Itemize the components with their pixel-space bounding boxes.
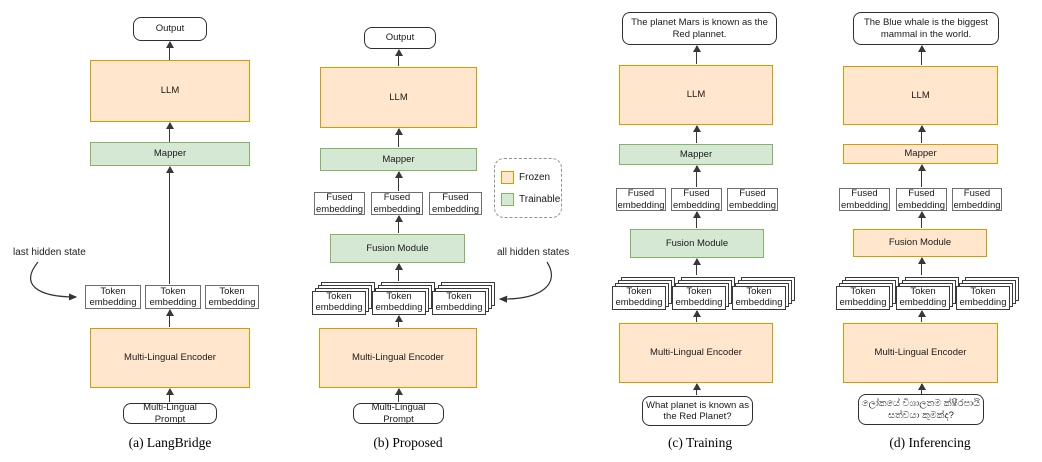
up-arrow (692, 125, 701, 143)
up-arrow (394, 263, 403, 281)
token-embedding-stack: Token embedding (732, 277, 795, 310)
output-box: Output (364, 27, 436, 49)
token-embedding-box: Token embedding (312, 291, 366, 315)
legend-trainable-label: Trainable (519, 193, 561, 205)
token-embedding-box: Token embedding (896, 286, 950, 310)
up-arrow (692, 45, 701, 64)
up-arrow (394, 388, 403, 402)
output-box: The planet Mars is known as the Red plan… (622, 12, 777, 45)
token-embedding-box: Token embedding (612, 286, 666, 310)
token-embedding-box: Token embedding (432, 291, 486, 315)
output-box: Output (133, 17, 207, 41)
up-arrow (165, 388, 174, 402)
prompt-box: Multi-Lingual Prompt (123, 402, 217, 425)
annotation-last-hidden-state: last hidden state (13, 247, 86, 258)
panel-caption: (c) Training (667, 435, 733, 450)
token-embedding-stack: Token embedding (432, 282, 495, 315)
token-embedding-stack: Token embedding (956, 277, 1019, 310)
token-embedding-box: Token embedding (205, 285, 259, 309)
up-arrow (917, 45, 926, 65)
legend-frozen-label: Frozen (519, 171, 551, 183)
token-embedding-box: Token embedding (672, 286, 726, 310)
encoder-box: Multi-Lingual Encoder (619, 323, 773, 383)
token-embedding-box: Token embedding (956, 286, 1010, 310)
up-arrow (692, 258, 701, 275)
fused-embedding-box: Fused embedding (896, 188, 947, 211)
legend-item-frozen: Frozen (501, 170, 555, 184)
up-arrow (165, 122, 174, 142)
mapper-box: Mapper (843, 144, 998, 164)
up-arrow (394, 215, 403, 233)
up-arrow (692, 165, 701, 187)
panel-caption: (d) Inferencing (889, 435, 971, 450)
last-hidden-state-arrow (30, 261, 78, 301)
up-arrow (394, 49, 403, 66)
token-embedding-stack: Token embedding (672, 277, 735, 310)
fused-embedding-box: Fused embedding (429, 192, 482, 215)
fused-embedding-box: Fused embedding (952, 188, 1002, 211)
llm-box: LLM (619, 65, 773, 125)
encoder-box: Multi-Lingual Encoder (319, 328, 477, 388)
fused-embedding-box: Fused embedding (371, 192, 423, 215)
mapper-box: Mapper (619, 144, 773, 165)
token-embedding-stack: Token embedding (372, 282, 435, 315)
mapper-box: Mapper (320, 148, 477, 171)
token-embedding-stack: Token embedding (312, 282, 375, 315)
fused-embedding-box: Fused embedding (727, 188, 778, 211)
fused-embedding-box: Fused embedding (671, 188, 722, 211)
prompt-box: Multi-Lingual Prompt (353, 402, 444, 425)
fusion-module-box: Fusion Module (853, 229, 987, 257)
panel-caption: (b) Proposed (373, 435, 443, 450)
token-embedding-stack: Token embedding (896, 277, 959, 310)
all-hidden-states-arrow (498, 261, 553, 303)
up-arrow (165, 309, 174, 327)
fusion-module-box: Fusion Module (330, 234, 465, 263)
llm-box: LLM (843, 66, 998, 125)
panel-caption: (a) LangBridge (128, 435, 212, 450)
up-arrow (692, 383, 701, 395)
token-embedding-stack: Token embedding (612, 277, 675, 310)
token-embedding-box: Token embedding (85, 285, 141, 309)
legend: Frozen Trainable (494, 158, 562, 218)
up-arrow (394, 171, 403, 191)
fusion-module-box: Fusion Module (630, 229, 764, 258)
fused-embedding-box: Fused embedding (314, 192, 365, 215)
up-arrow (394, 128, 403, 147)
up-arrow (692, 211, 701, 228)
up-arrow (917, 125, 926, 143)
token-embedding-box: Token embedding (372, 291, 426, 315)
up-arrow (917, 211, 926, 228)
fused-embedding-box: Fused embedding (839, 188, 890, 211)
up-arrow (165, 41, 174, 60)
mapper-box: Mapper (90, 142, 250, 166)
up-arrow (165, 166, 174, 284)
up-arrow (917, 164, 926, 187)
trainable-swatch (501, 192, 514, 206)
llm-box: LLM (320, 67, 477, 128)
output-box: The Blue whale is the biggest mammal in … (853, 12, 999, 45)
annotation-all-hidden-states: all hidden states (497, 247, 570, 258)
encoder-box: Multi-Lingual Encoder (90, 328, 250, 388)
encoder-box: Multi-Lingual Encoder (843, 323, 998, 383)
up-arrow (394, 315, 403, 327)
legend-item-trainable: Trainable (501, 192, 560, 206)
token-embedding-box: Token embedding (145, 285, 201, 309)
token-embedding-box: Token embedding (732, 286, 786, 310)
prompt-box: What planet is known as the Red Planet? (642, 396, 753, 426)
up-arrow (692, 310, 701, 322)
up-arrow (917, 383, 926, 394)
up-arrow (917, 257, 926, 275)
token-embedding-stack: Token embedding (836, 277, 899, 310)
frozen-swatch (501, 170, 514, 184)
fused-embedding-box: Fused embedding (616, 188, 666, 211)
up-arrow (917, 310, 926, 322)
prompt-box: ලෝකයේ විශාලතම ක්ෂීරපායි සත්වයා කුමක්ද? (858, 394, 984, 425)
llm-box: LLM (90, 60, 250, 122)
token-embedding-box: Token embedding (836, 286, 890, 310)
